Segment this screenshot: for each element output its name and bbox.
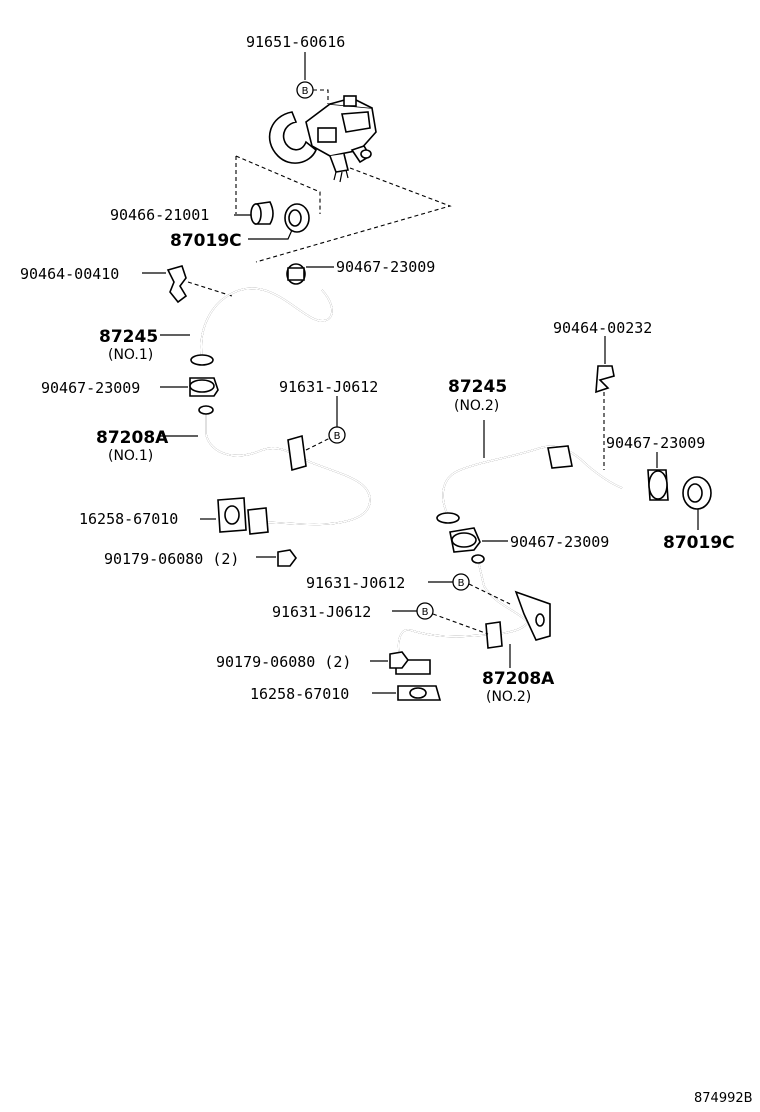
pipe-no2-graphic (395, 554, 551, 675)
part-number-hose-no1[interactable]: 87245 (99, 327, 158, 347)
part-number-pipe-no1[interactable]: 87208A (96, 428, 169, 448)
clamp-c-graphic (647, 469, 669, 501)
pipe-no1-graphic (198, 405, 371, 535)
svg-text:B: B (302, 86, 309, 97)
part-number-gasket-a[interactable]: 16258-67010 (79, 510, 178, 528)
svg-text:B: B (458, 578, 465, 589)
part-number-clamp-c[interactable]: 90467-23009 (606, 434, 705, 452)
clamp-d-graphic (449, 527, 481, 553)
part-number-grommet-large-b[interactable]: 87019C (663, 533, 735, 553)
part-number-clamp-d[interactable]: 90467-23009 (510, 533, 609, 551)
bolt-marker-valve: B (296, 52, 329, 104)
gasket-a-graphic (217, 497, 247, 533)
bolt-marker-pipe-a: B (328, 396, 346, 444)
clamp-a-graphic (286, 263, 306, 285)
gasket-b-graphic (397, 685, 442, 701)
bolt-marker-pipe-c: B (392, 602, 489, 635)
clip-a-graphic (166, 265, 188, 304)
hose-no1-subtitle: (NO.1) (108, 347, 153, 363)
drawing-code: 874992B (694, 1091, 753, 1106)
part-number-clamp-b[interactable]: 90467-23009 (41, 379, 140, 397)
bolt-marker-pipe-b: B (428, 573, 511, 605)
part-number-gasket-b[interactable]: 16258-67010 (250, 685, 349, 703)
pipe-no2-subtitle: (NO.2) (486, 689, 531, 705)
hose-no2-graphic (436, 445, 623, 524)
part-number-clip-a[interactable]: 90464-00410 (20, 265, 119, 283)
nut-a-graphic (277, 549, 297, 567)
part-number-clip-b[interactable]: 90464-00232 (553, 319, 652, 337)
part-number-hose-no2[interactable]: 87245 (448, 377, 507, 397)
hose-no2-subtitle: (NO.2) (454, 398, 499, 414)
grommet-large-graphic-b (682, 476, 712, 510)
svg-text:B: B (334, 431, 341, 442)
clip-b-graphic (595, 365, 615, 394)
part-number-pipe-bolt-b[interactable]: 91631-J0612 (306, 574, 405, 592)
pipe-no1-subtitle: (NO.1) (108, 448, 153, 464)
part-number-valve[interactable]: 91651-60616 (246, 33, 345, 51)
part-number-pipe-no2[interactable]: 87208A (482, 669, 555, 689)
part-number-grommet-large-a[interactable]: 87019C (170, 231, 242, 251)
part-number-pipe-bolt-c[interactable]: 91631-J0612 (272, 603, 371, 621)
svg-text:B: B (422, 607, 429, 618)
nut-b-graphic (389, 651, 409, 669)
clamp-b-graphic (189, 377, 219, 397)
part-number-nut-a[interactable]: 90179-06080 (2) (104, 550, 239, 568)
hose-no1-graphic (190, 287, 333, 366)
part-number-grommet-small-a[interactable]: 90466-21001 (110, 206, 209, 224)
part-number-nut-b[interactable]: 90179-06080 (2) (216, 653, 351, 671)
grommet-large-graphic-a (284, 203, 310, 233)
valve-assembly-graphic (268, 95, 377, 183)
part-number-clamp-a[interactable]: 90467-23009 (336, 258, 435, 276)
part-number-pipe-bolt-a[interactable]: 91631-J0612 (279, 378, 378, 396)
grommet-small-graphic (250, 201, 274, 225)
